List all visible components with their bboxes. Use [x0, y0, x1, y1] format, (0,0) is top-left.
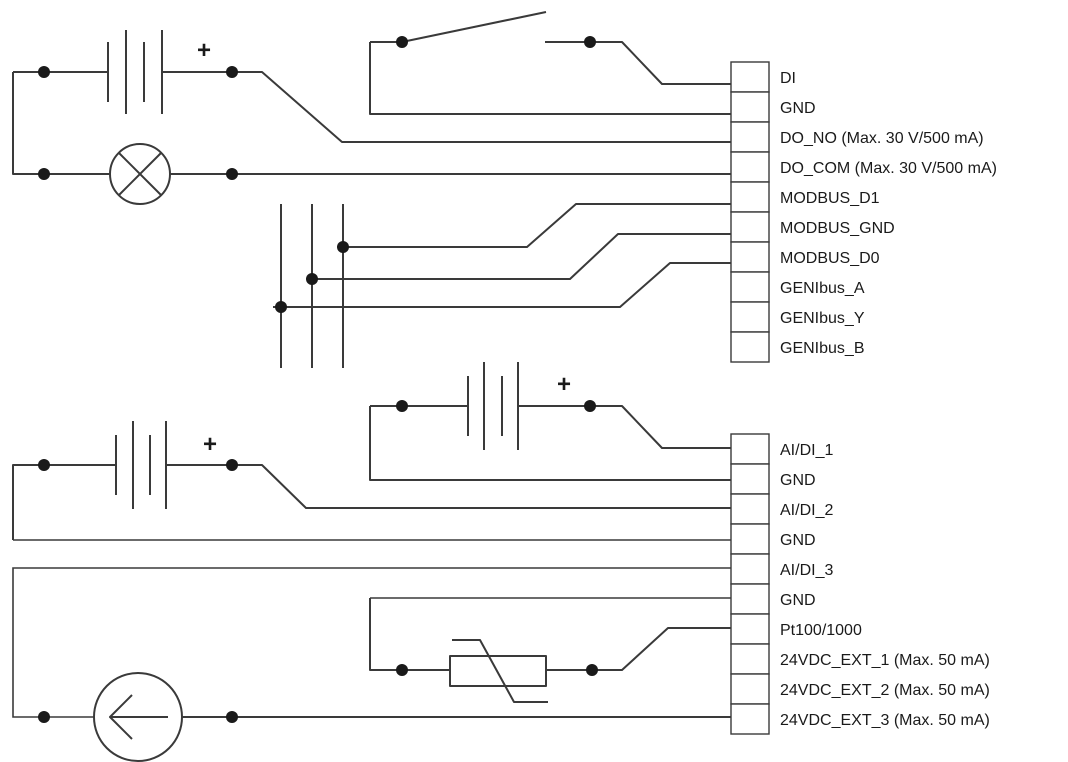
terminal-di — [730, 61, 770, 93]
junction-dot — [226, 459, 238, 471]
wire-modbus-d0 — [273, 262, 731, 308]
terminal-do-com — [730, 151, 770, 183]
battery-icon — [107, 30, 163, 114]
junction-dot — [586, 664, 598, 676]
terminal-label-modbus-d1: MODBUS_D1 — [780, 190, 880, 207]
junction-dot — [306, 273, 318, 285]
terminal-genibus-b — [730, 331, 770, 363]
terminal-genibus-a — [730, 271, 770, 303]
digital-input-switch-circuit — [369, 11, 731, 115]
wire-pt100 — [546, 627, 731, 671]
wire-gnd — [369, 406, 731, 481]
junction-dot — [584, 400, 596, 412]
terminal-genibus-y — [730, 301, 770, 333]
terminal-label-gnd: GND — [780, 100, 816, 117]
terminal-ai-di-2 — [730, 493, 770, 525]
terminal-label-do-com: DO_COM (Max. 30 V/500 mA) — [780, 160, 997, 177]
wire — [12, 72, 110, 175]
junction-dot — [226, 66, 238, 78]
pt100-circuit — [369, 597, 731, 703]
junction-dot — [38, 459, 50, 471]
analog-input-1-circuit: + — [369, 362, 731, 481]
junction-dot — [38, 711, 50, 723]
wire-ai-di-1 — [518, 405, 731, 449]
terminal-modbus-d1 — [730, 181, 770, 213]
wire-modbus-d1 — [343, 203, 731, 248]
modbus-circuit — [273, 203, 731, 368]
terminal-label-genibus-b: GENIbus_B — [780, 340, 864, 357]
switch-icon — [401, 11, 547, 43]
terminal-block-1: DI GND DO_NO (Max. 30 V/500 mA) DO_COM (… — [730, 61, 997, 363]
terminal-label-24vdc-ext-2: 24VDC_EXT_2 (Max. 50 mA) — [780, 682, 990, 699]
junction-dot — [226, 168, 238, 180]
terminal-label-do-no: DO_NO (Max. 30 V/500 mA) — [780, 130, 984, 147]
terminal-label-gnd: GND — [780, 592, 816, 609]
junction-dot — [226, 711, 238, 723]
thermistor-icon — [449, 639, 548, 703]
junction-dot — [396, 664, 408, 676]
junction-dot — [275, 301, 287, 313]
plus-sign: + — [203, 431, 217, 458]
junction-dot — [38, 168, 50, 180]
junction-dot — [584, 36, 596, 48]
wire-gnd — [369, 42, 731, 115]
terminal-label-modbus-gnd: MODBUS_GND — [780, 220, 895, 237]
terminal-label-gnd: GND — [780, 472, 816, 489]
terminal-label-modbus-d0: MODBUS_D0 — [780, 250, 880, 267]
analog-input-3-circuit — [12, 567, 731, 762]
junction-dot — [38, 66, 50, 78]
wire-modbus-gnd — [312, 233, 731, 280]
terminal-label-gnd: GND — [780, 532, 816, 549]
wire-di — [545, 41, 731, 85]
bus-lines-icon — [280, 204, 344, 368]
terminal-pt100 — [730, 613, 770, 645]
terminal-label-di: DI — [780, 70, 796, 87]
terminal-label-24vdc-ext-3: 24VDC_EXT_3 (Max. 50 mA) — [780, 712, 990, 729]
digital-output-circuit: + — [12, 30, 731, 205]
lamp-icon — [109, 143, 171, 205]
current-source-icon — [93, 672, 183, 762]
wire — [369, 598, 450, 671]
wire — [12, 464, 116, 540]
terminal-gnd-2 — [730, 463, 770, 495]
plus-sign: + — [557, 371, 571, 398]
terminal-24vdc-ext-1 — [730, 643, 770, 675]
terminal-block-2: AI/DI_1 GND AI/DI_2 GND AI/DI_3 GND Pt10… — [730, 433, 990, 735]
terminal-24vdc-ext-3 — [730, 703, 770, 735]
terminal-24vdc-ext-2 — [730, 673, 770, 705]
terminal-modbus-gnd — [730, 211, 770, 243]
plus-sign: + — [197, 37, 211, 64]
terminal-label-genibus-a: GENIbus_A — [780, 280, 865, 297]
junction-dot — [396, 400, 408, 412]
terminal-modbus-d0 — [730, 241, 770, 273]
terminal-label-ai-di-3: AI/DI_3 — [780, 562, 833, 579]
terminal-label-ai-di-1: AI/DI_1 — [780, 442, 833, 459]
terminal-gnd-3 — [730, 523, 770, 555]
wire-ai-di-3 — [12, 567, 731, 718]
terminal-do-no — [730, 121, 770, 153]
terminal-label-24vdc-ext-1: 24VDC_EXT_1 (Max. 50 mA) — [780, 652, 990, 669]
terminal-ai-di-3 — [730, 553, 770, 585]
analog-input-2-circuit: + — [12, 421, 731, 541]
terminal-label-ai-di-2: AI/DI_2 — [780, 502, 833, 519]
terminal-gnd-1 — [730, 91, 770, 123]
wire-ai-di-2 — [166, 464, 731, 509]
battery-icon — [115, 421, 167, 509]
terminal-ai-di-1 — [730, 433, 770, 465]
terminal-gnd-4 — [730, 583, 770, 615]
junction-dot — [337, 241, 349, 253]
junction-dot — [396, 36, 408, 48]
terminal-label-pt100: Pt100/1000 — [780, 622, 862, 639]
battery-icon — [467, 362, 519, 450]
terminal-label-genibus-y: GENIbus_Y — [780, 310, 865, 327]
wire-do-no — [162, 71, 731, 143]
